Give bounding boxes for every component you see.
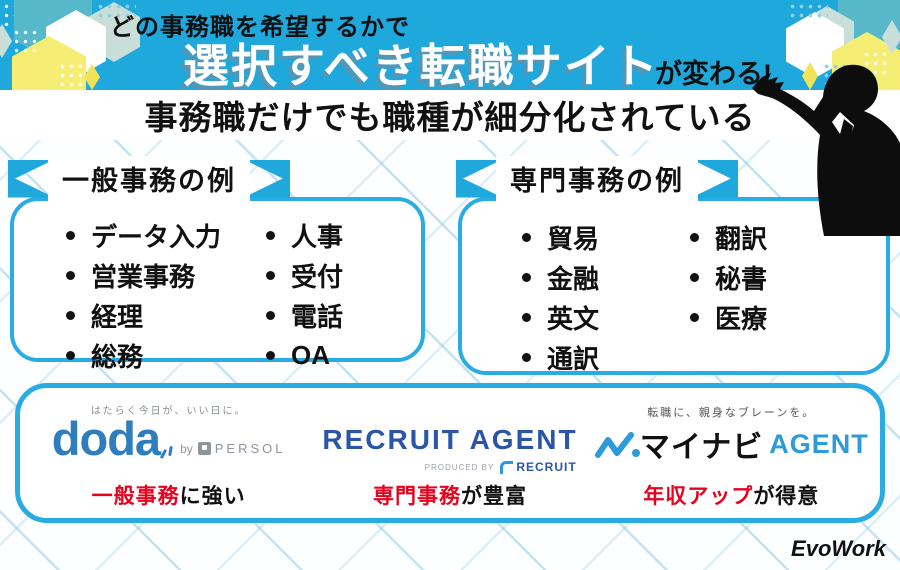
banner-title-suffix: が変わる! xyxy=(655,59,772,89)
specialized-office-list-col2: 翻訳 秘書 医療 xyxy=(690,217,767,377)
list-item: OA xyxy=(266,335,343,375)
dot-grid-decor xyxy=(58,62,88,86)
list-item: 英文 xyxy=(522,297,690,337)
diamond-decor xyxy=(802,62,818,90)
chevron-left-icon xyxy=(8,159,48,198)
doda-by-persol: by PERSOL xyxy=(180,441,286,456)
bullet-dot xyxy=(266,310,275,320)
bullet-dot xyxy=(522,312,531,322)
bullet-dot xyxy=(690,232,699,242)
recruit-agent-wordmark: RECRUIT AGENT xyxy=(322,424,578,455)
dot-grid-decor xyxy=(788,2,828,18)
bullet-dot xyxy=(690,272,699,282)
service-mynavi-agent: 転職に、親身なブレーンを。 マイナビ AGENT 年収アップが得意 xyxy=(591,398,872,510)
list-item: 医療 xyxy=(690,297,767,337)
general-office-list-col1: データ入力 営業事務 経理 総務 xyxy=(66,215,266,375)
bullet-dot xyxy=(266,350,275,360)
chevron-left-icon xyxy=(456,159,496,198)
list-item: 秘書 xyxy=(690,257,767,297)
service-recruit-agent: RECRUIT AGENT PRODUCED BY RECRUIT 専門事務が豊… xyxy=(309,398,590,510)
specialized-office-list-col1: 貿易 金融 英文 通訳 xyxy=(522,217,690,377)
mynavi-caption: 年収アップが得意 xyxy=(643,485,820,508)
bullet-dot xyxy=(66,270,75,280)
general-office-list-col2: 人事 受付 電話 OA xyxy=(266,215,343,375)
banner-subtitle: どの事務職を希望するかで xyxy=(110,14,410,41)
recruit-mark-icon xyxy=(500,460,514,474)
mynavi-wave-icon xyxy=(594,432,640,458)
list-item: データ入力 xyxy=(66,215,266,255)
site-brand: EvoWork xyxy=(791,536,886,561)
bullet-dot xyxy=(266,230,275,240)
list-item: 経理 xyxy=(66,295,266,335)
list-item: 翻訳 xyxy=(690,217,767,257)
doda-wordmark: doda xyxy=(51,412,161,465)
list-item: 営業事務 xyxy=(66,255,266,295)
list-item: 通訳 xyxy=(522,337,690,377)
specialized-office-box: 貿易 金融 英文 通訳 翻訳 秘書 医療 xyxy=(458,197,890,375)
list-item: 人事 xyxy=(266,215,343,255)
services-box: はたらく今日が、いい日に。 doda by PERSOL 一般事務に強い REC… xyxy=(15,383,885,523)
bullet-dot xyxy=(266,270,275,280)
doda-logo: doda by PERSOL xyxy=(52,415,286,462)
list-item: 総務 xyxy=(66,335,266,375)
list-item: 金融 xyxy=(522,257,690,297)
bullet-dot xyxy=(690,312,699,322)
mynavi-tagline: 転職に、親身なブレーンを。 xyxy=(647,406,816,419)
bullet-dot xyxy=(522,272,531,282)
mynavi-wordmark: マイナビ xyxy=(639,431,764,464)
doda-caption: 一般事務に強い xyxy=(91,485,246,508)
section-label-text: 一般事務の例 xyxy=(48,156,250,201)
dot-grid-decor xyxy=(96,2,136,18)
recruit-produced-by: PRODUCED BY RECRUIT xyxy=(424,460,577,474)
bullet-dot xyxy=(66,310,75,320)
businessman-silhouette xyxy=(752,64,900,236)
bullet-dot xyxy=(66,230,75,240)
bullet-dot xyxy=(522,232,531,242)
list-item: 貿易 xyxy=(522,217,690,257)
mynavi-logo: マイナビ AGENT xyxy=(594,422,869,466)
persol-mark-icon xyxy=(197,442,211,455)
doda-tagline: はたらく今日が、いい日に。 xyxy=(90,406,247,417)
page-heading: 事務職だけでも職種が細分化されている xyxy=(144,99,756,136)
chevron-right-icon xyxy=(250,159,290,198)
general-office-box: データ入力 営業事務 経理 総務 人事 受付 電話 OA xyxy=(10,197,425,372)
banner-title: 選択すべき転職サイト xyxy=(183,40,660,90)
mynavi-agent-wordmark: AGENT xyxy=(769,428,869,459)
recruit-caption: 専門事務が豊富 xyxy=(372,485,527,508)
bullet-dot xyxy=(66,350,75,360)
section-label-text: 専門事務の例 xyxy=(496,156,698,201)
list-item: 電話 xyxy=(266,295,343,335)
list-item: 受付 xyxy=(266,255,343,295)
heading-band: 事務職だけでも職種が細分化されている xyxy=(0,90,900,140)
bullet-dot xyxy=(522,352,531,362)
spark-icon xyxy=(159,445,174,462)
dot-grid-decor xyxy=(12,28,42,54)
service-doda: はたらく今日が、いい日に。 doda by PERSOL 一般事務に強い xyxy=(28,398,309,510)
diamond-decor xyxy=(84,64,100,90)
section-label-specialized: 専門事務の例 xyxy=(456,156,738,201)
diamond-decor xyxy=(0,24,12,58)
section-label-general: 一般事務の例 xyxy=(8,156,290,201)
